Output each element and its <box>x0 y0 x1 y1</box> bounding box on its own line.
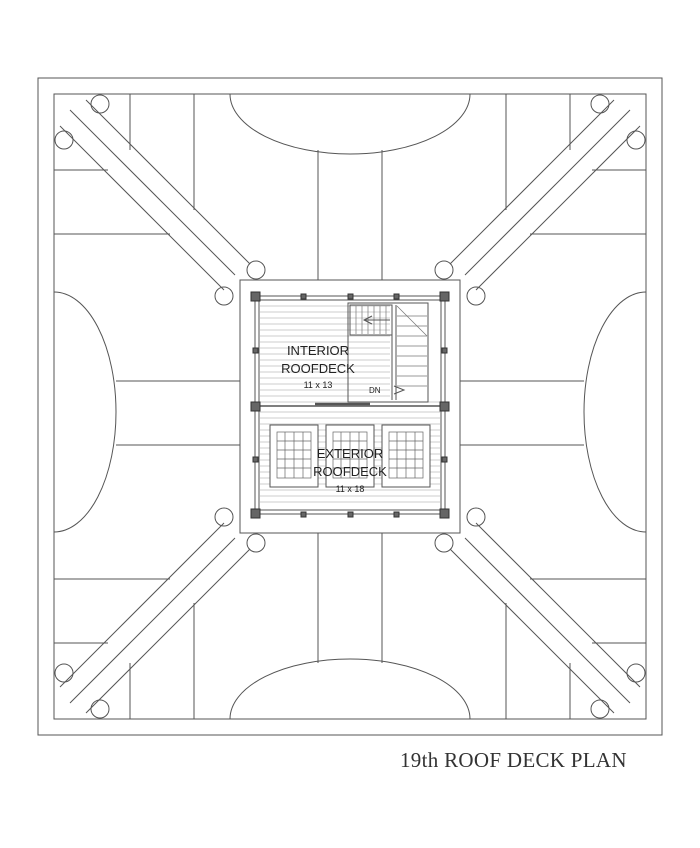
inner-border <box>53 93 647 720</box>
roof-panel-lines <box>54 94 646 719</box>
plan-title: 19th ROOF DECK PLAN <box>400 748 627 772</box>
skylight-panes <box>276 431 424 479</box>
stair-down-label: DN <box>369 386 381 395</box>
interior-label-line2: ROOFDECK <box>281 361 355 376</box>
hip-beams <box>59 99 641 714</box>
interior-size: 11 x 13 <box>304 380 333 390</box>
exterior-label-line1: EXTERIOR <box>317 446 383 461</box>
roof-ellipses <box>53 93 647 720</box>
outer-border <box>37 77 663 736</box>
exterior-label-line2: ROOFDECK <box>313 464 387 479</box>
exterior-size: 11 x 18 <box>336 484 365 494</box>
stair <box>347 302 429 403</box>
interior-label-line1: INTERIOR <box>287 343 349 358</box>
deck-posts <box>250 291 450 519</box>
beam-scroll-ornaments <box>54 94 646 719</box>
